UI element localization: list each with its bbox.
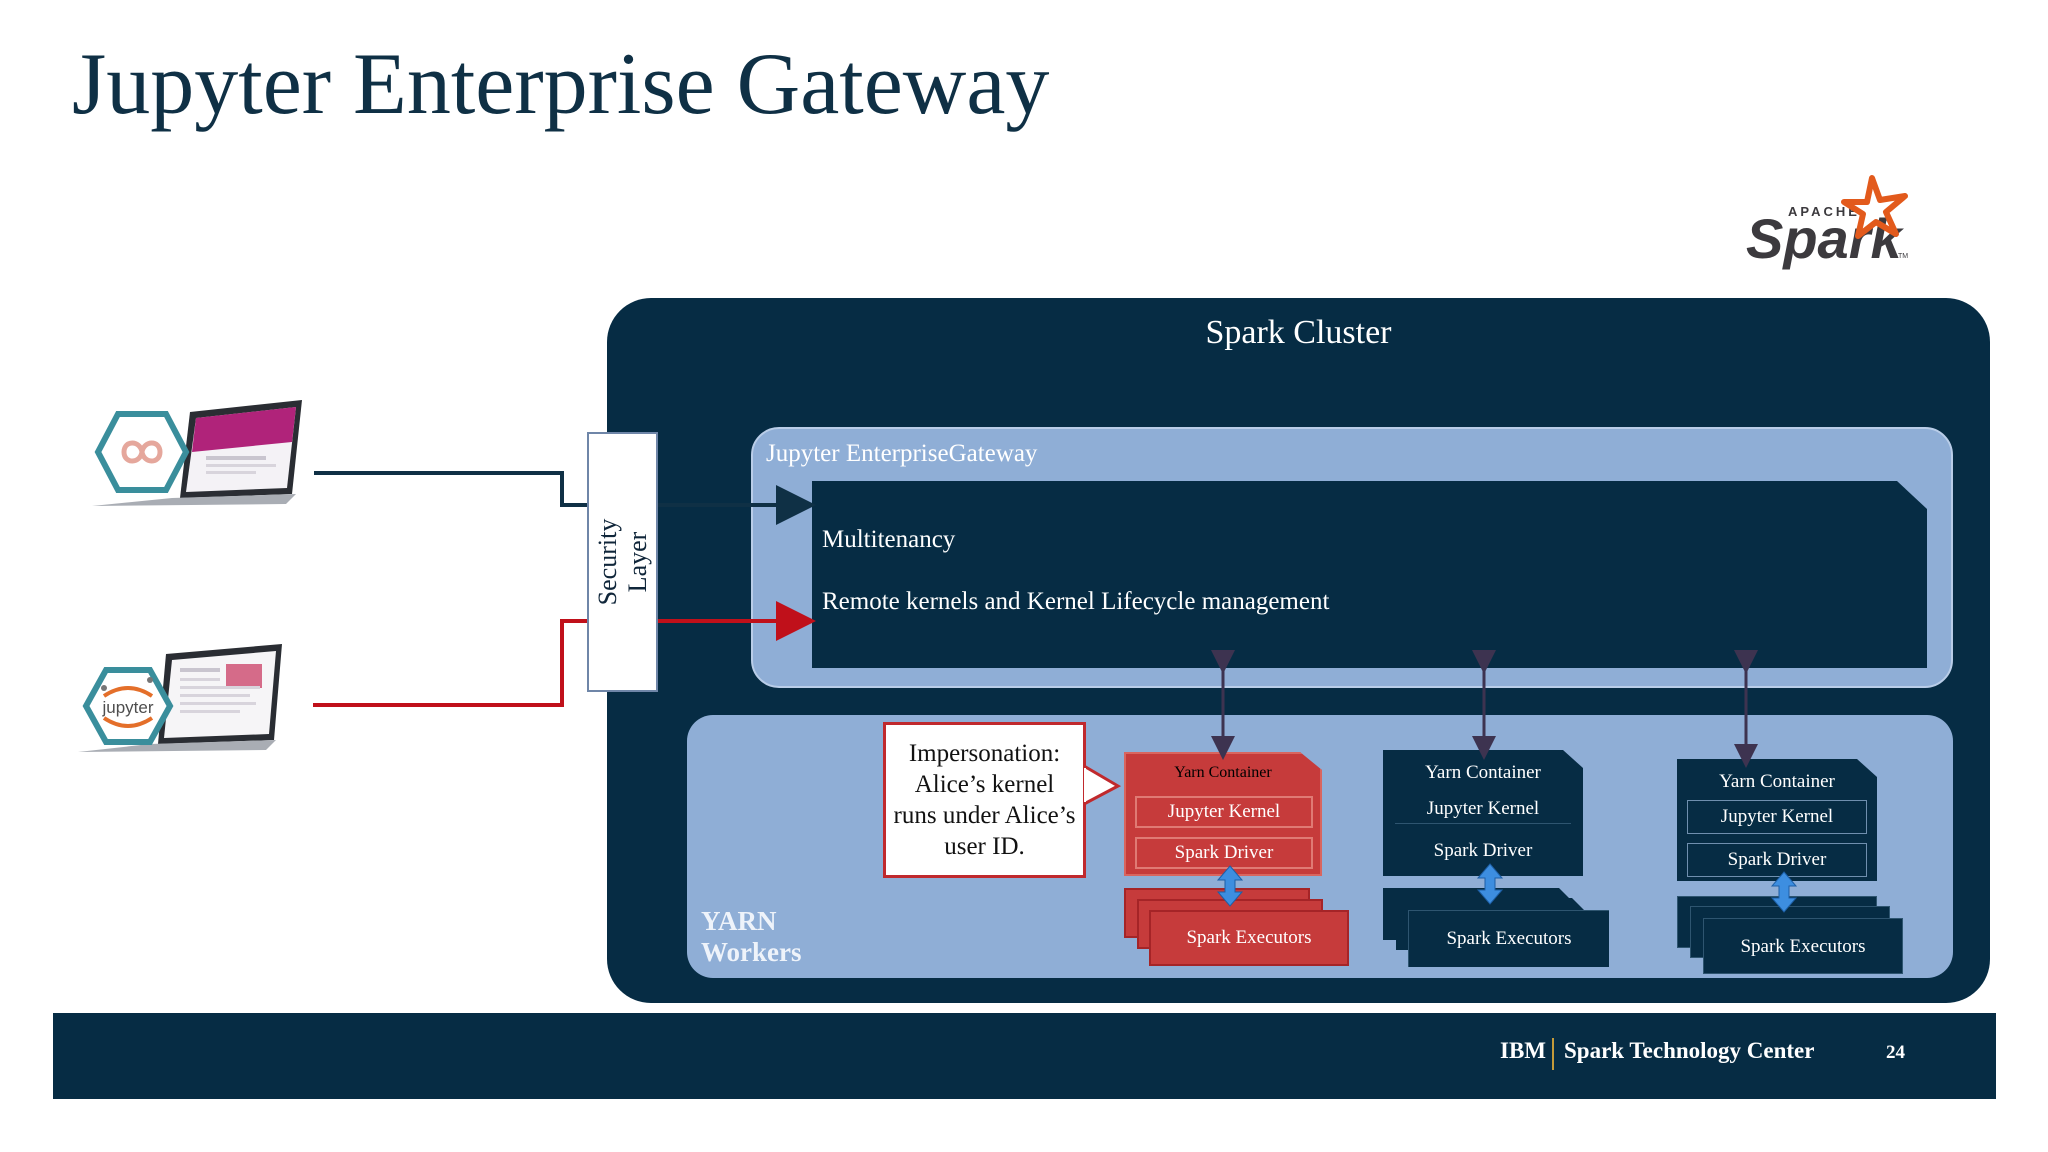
driver-executor-arrow-3 bbox=[1770, 871, 1798, 913]
callout-pointer bbox=[1084, 764, 1122, 806]
spark-cluster-title: Spark Cluster bbox=[1205, 314, 1392, 351]
yarn-container-red: Yarn Container Jupyter Kernel Spark Driv… bbox=[1124, 752, 1322, 876]
security-layer: Security Layer bbox=[587, 432, 658, 692]
impersonation-callout: Impersonation: Alice’s kernel runs under… bbox=[883, 722, 1086, 878]
spark-logo-word: Spark bbox=[1746, 207, 1904, 270]
security-layer-text: Security Layer bbox=[593, 519, 653, 606]
yarn-container-title: Yarn Container bbox=[1719, 771, 1835, 792]
security-layer-line1: Security bbox=[592, 518, 622, 606]
spark-executors-box: Spark Executors bbox=[1408, 910, 1609, 967]
yarn-container-2: Yarn Container Jupyter Kernel Spark Driv… bbox=[1383, 750, 1583, 876]
slide-title: Jupyter Enterprise Gateway bbox=[72, 36, 1050, 133]
apache-spark-logo: APACHE Spark TM bbox=[1746, 175, 1908, 270]
kernel-lifecycle-text: Remote kernels and Kernel Lifecycle mana… bbox=[822, 588, 1330, 615]
client-laptop-bottom: jupyter bbox=[78, 644, 282, 752]
driver-executor-arrow-1 bbox=[1216, 865, 1244, 907]
jupyter-kernel-box: Jupyter Kernel bbox=[1687, 800, 1867, 834]
yarn-container-title: Yarn Container bbox=[1174, 764, 1272, 781]
spark-star-icon bbox=[1841, 175, 1908, 239]
callout-line3: runs under Alice’s bbox=[893, 802, 1076, 829]
footer-ibm: IBM bbox=[1500, 1038, 1546, 1063]
spark-executors-box: Spark Executors bbox=[1703, 918, 1903, 974]
spark-logo-tm: TM bbox=[1898, 253, 1908, 260]
client-laptop-top bbox=[92, 400, 302, 506]
page-number: 24 bbox=[1886, 1042, 1905, 1063]
security-layer-line2: Layer bbox=[622, 531, 652, 593]
spark-driver-box: Spark Driver bbox=[1135, 837, 1313, 869]
yarn-label-line2: Workers bbox=[701, 937, 802, 968]
callout-line2: Alice’s kernel bbox=[914, 770, 1055, 798]
client2-connection-arrow bbox=[313, 601, 816, 707]
spark-driver-box: Spark Driver bbox=[1687, 843, 1867, 877]
infinity-icon bbox=[121, 440, 163, 464]
footer-spark-technology-center: Spark Technology Center bbox=[1564, 1038, 1815, 1063]
gateway-features-box bbox=[812, 481, 1927, 668]
spark-driver-box: Spark Driver bbox=[1433, 840, 1533, 861]
footer-separator bbox=[1552, 1038, 1554, 1070]
yarn-container-3: Yarn Container Jupyter Kernel Spark Driv… bbox=[1677, 759, 1877, 881]
callout-line4: user ID. bbox=[944, 833, 1025, 861]
callout-line1: Impersonation: bbox=[908, 739, 1061, 767]
jupyter-kernel-box: Jupyter Kernel bbox=[1395, 794, 1571, 824]
spark-executors-box: Spark Executors bbox=[1149, 910, 1349, 966]
jupyter-logo-text: jupyter bbox=[101, 698, 153, 717]
yarn-container-title: Yarn Container bbox=[1425, 762, 1541, 783]
jupyter-kernel-box: Jupyter Kernel bbox=[1135, 796, 1313, 828]
multitenancy-text: Multitenancy bbox=[822, 526, 956, 553]
client1-connection-arrow bbox=[314, 471, 816, 525]
spark-logo-apache-text: APACHE bbox=[1788, 204, 1860, 219]
yarn-label-line1: YARN bbox=[701, 906, 777, 936]
yarn-workers-label: YARN Workers bbox=[701, 906, 802, 968]
enterprise-gateway-label: Jupyter EnterpriseGateway bbox=[766, 440, 1038, 467]
footer-bar bbox=[53, 1013, 1996, 1099]
driver-executor-arrow-2 bbox=[1476, 863, 1504, 905]
